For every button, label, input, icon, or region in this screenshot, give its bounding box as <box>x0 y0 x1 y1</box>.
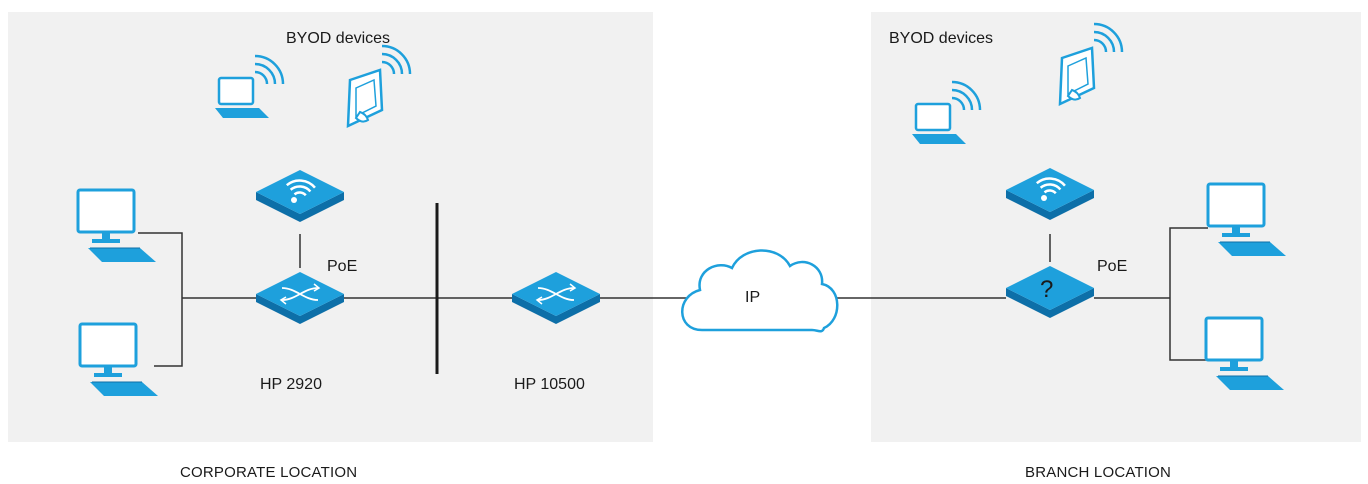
branch-lan-links <box>1049 227 1208 361</box>
corp-poe-label: PoE <box>327 258 358 275</box>
corp-desktop-pc-icon <box>78 322 160 398</box>
core-switch-label: HP 10500 <box>514 376 585 393</box>
corp-switch-label: HP 2920 <box>260 376 322 393</box>
corp-access-point-icon <box>254 168 346 224</box>
branch-location-caption: BRANCH LOCATION <box>1025 464 1172 481</box>
branch-access-point-icon <box>1004 166 1096 222</box>
corp-byod-label: BYOD devices <box>286 30 391 47</box>
corp-tablet-icon <box>346 44 412 128</box>
branch-switch-unknown-symbol: ? <box>1040 276 1054 303</box>
branch-poe-label: PoE <box>1097 258 1128 275</box>
branch-desktop-pc-icon <box>1206 182 1288 258</box>
branch-zone <box>871 12 1361 442</box>
corp-laptop-icon <box>213 54 285 120</box>
ip-cloud-icon <box>681 249 839 333</box>
branch-laptop-icon <box>910 80 982 146</box>
branch-desktop-pc-icon <box>1204 316 1286 392</box>
corp-lan-links <box>138 232 301 367</box>
corporate-location-caption: CORPORATE LOCATION <box>180 464 358 481</box>
corp-desktop-pc-icon <box>76 188 158 264</box>
branch-tablet-icon <box>1058 22 1124 106</box>
corp-switch-hp2920-icon <box>256 272 344 324</box>
core-switch-hp10500-icon <box>512 272 600 324</box>
branch-byod-label: BYOD devices <box>889 30 994 47</box>
ip-cloud-label: IP <box>745 289 761 306</box>
